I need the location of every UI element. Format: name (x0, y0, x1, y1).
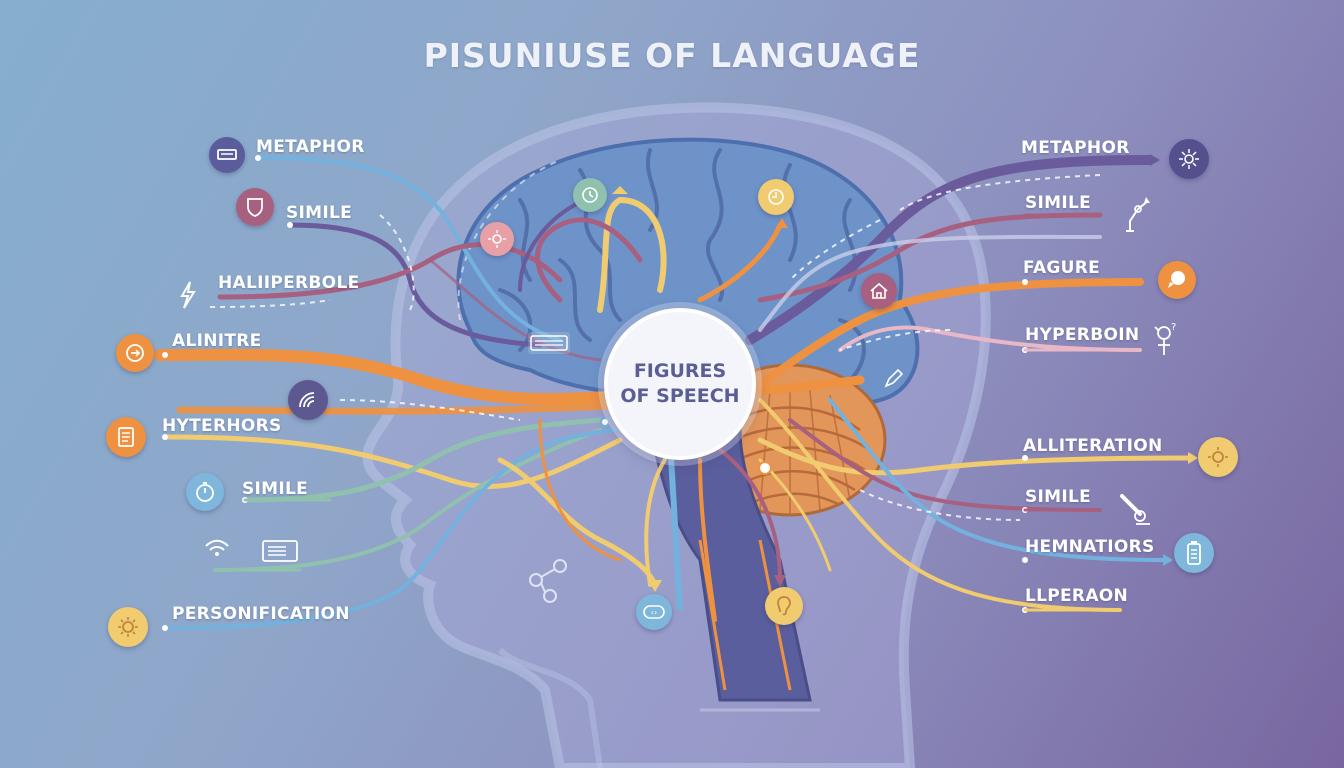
right-label-fagure: FAGURE (1023, 258, 1101, 278)
diagram-title: PISUNIUSE OF LANGUAGE (423, 36, 921, 75)
center-node-figures-of-speech: FIGURES OF SPEECH (604, 308, 756, 460)
left-label-alinitre: ALINITRE (172, 331, 262, 351)
sparkle-icon (1169, 139, 1209, 179)
speech-bubble-icon (1158, 261, 1196, 299)
timer-icon (758, 179, 794, 215)
lightning-icon (175, 278, 201, 312)
ear-icon (765, 587, 803, 625)
right-label-alliteration: ALLITERATION (1023, 436, 1163, 456)
right-label-llperaon: LLPERAON (1025, 586, 1129, 606)
microscope-icon (1114, 488, 1154, 528)
chat-icon: ‹› (636, 594, 672, 630)
sun-icon (108, 607, 148, 647)
right-label-simile-1: SIMILE (1025, 193, 1092, 213)
brainstem (648, 428, 812, 702)
left-label-metaphor: METAPHOR (256, 137, 365, 157)
wifi-icon (200, 535, 234, 561)
stopwatch-icon (186, 473, 224, 511)
home-icon (861, 273, 897, 309)
left-label-simile-2: SIMILE (242, 479, 309, 499)
sun-small-icon (480, 222, 514, 256)
battery-icon (1174, 533, 1214, 573)
svg-text:‹›: ‹› (651, 608, 657, 617)
right-label-hemnatiors: HEMNATIORS (1025, 537, 1155, 557)
shield-icon (236, 188, 274, 226)
pen-icon (880, 364, 908, 392)
left-label-personification: PERSONIFICATION (172, 604, 350, 624)
right-label-simile-2: SIMILE (1025, 487, 1092, 507)
wifi-signal-icon (288, 380, 328, 420)
right-label-metaphor: METAPHOR (1021, 138, 1130, 158)
robot-arm-icon (1116, 192, 1156, 234)
left-label-haliiperbole: HALIIPERBOLE (218, 273, 360, 293)
share-network-icon (529, 559, 567, 603)
person-icon: ? (1148, 320, 1180, 362)
clock-icon (573, 178, 607, 212)
document-icon (106, 417, 146, 457)
arrow-right-icon (116, 334, 154, 372)
right-label-hyperboin: HYPERBOIN (1025, 325, 1140, 345)
left-label-hyterhors: HYTERHORS (162, 416, 282, 436)
left-label-simile-1: SIMILE (286, 203, 353, 223)
sun-icon (1198, 437, 1238, 477)
keyboard-small-icon (528, 332, 570, 354)
svg-text:?: ? (1171, 322, 1176, 333)
center-node-label: FIGURES OF SPEECH (620, 360, 740, 407)
keyboard-icon (258, 537, 302, 565)
monitor-icon (209, 137, 245, 173)
